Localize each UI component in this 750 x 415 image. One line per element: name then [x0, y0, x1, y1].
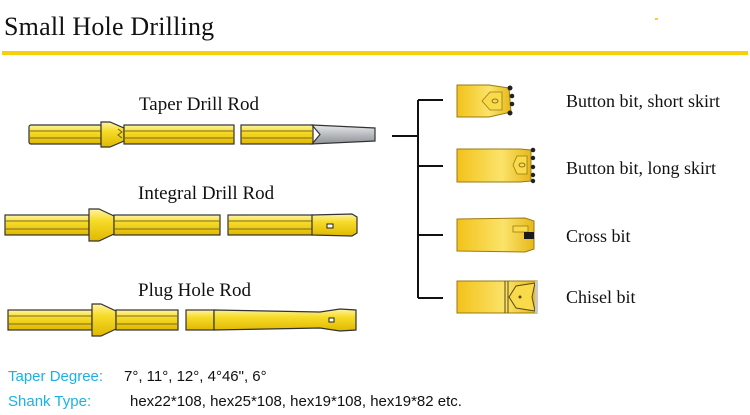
shank-type-value: hex22*108, hex25*108, hex19*108, hex19*8…	[130, 393, 462, 410]
decorative-speck	[655, 18, 658, 20]
button-bit-long-skirt-icon	[456, 147, 536, 184]
rod-label-taper: Taper Drill Rod	[139, 94, 260, 115]
bit-label-button-short: Button bit, short skirt	[566, 91, 721, 111]
chisel-bit-icon	[456, 280, 538, 314]
integral-drill-rod	[4, 208, 358, 242]
rod-label-integral: Integral Drill Rod	[138, 183, 275, 204]
rod-label-plug-hole: Plug Hole Rod	[138, 280, 251, 301]
title-underline	[2, 51, 748, 55]
bit-label-cross: Cross bit	[566, 226, 631, 246]
taper-degree-row: Taper Degree: 7°, 11°, 12°, 4°46", 6°	[8, 368, 267, 385]
shank-type-label: Shank Type:	[8, 393, 92, 410]
button-bit-short-skirt-icon	[456, 84, 515, 118]
page-title: Small Hole Drilling	[4, 12, 215, 41]
plug-hole-rod	[7, 303, 357, 337]
bit-label-chisel: Chisel bit	[566, 287, 636, 307]
shank-type-row: Shank Type: hex22*108, hex25*108, hex19*1…	[8, 393, 462, 410]
taper-degree-label: Taper Degree:	[8, 368, 104, 385]
taper-drill-rod	[28, 121, 376, 148]
cross-bit-icon	[456, 217, 535, 253]
bit-label-button-long: Button bit, long skirt	[566, 158, 717, 178]
bit-connector-bracket	[392, 99, 443, 299]
taper-degree-value: 7°, 11°, 12°, 4°46", 6°	[124, 368, 267, 385]
